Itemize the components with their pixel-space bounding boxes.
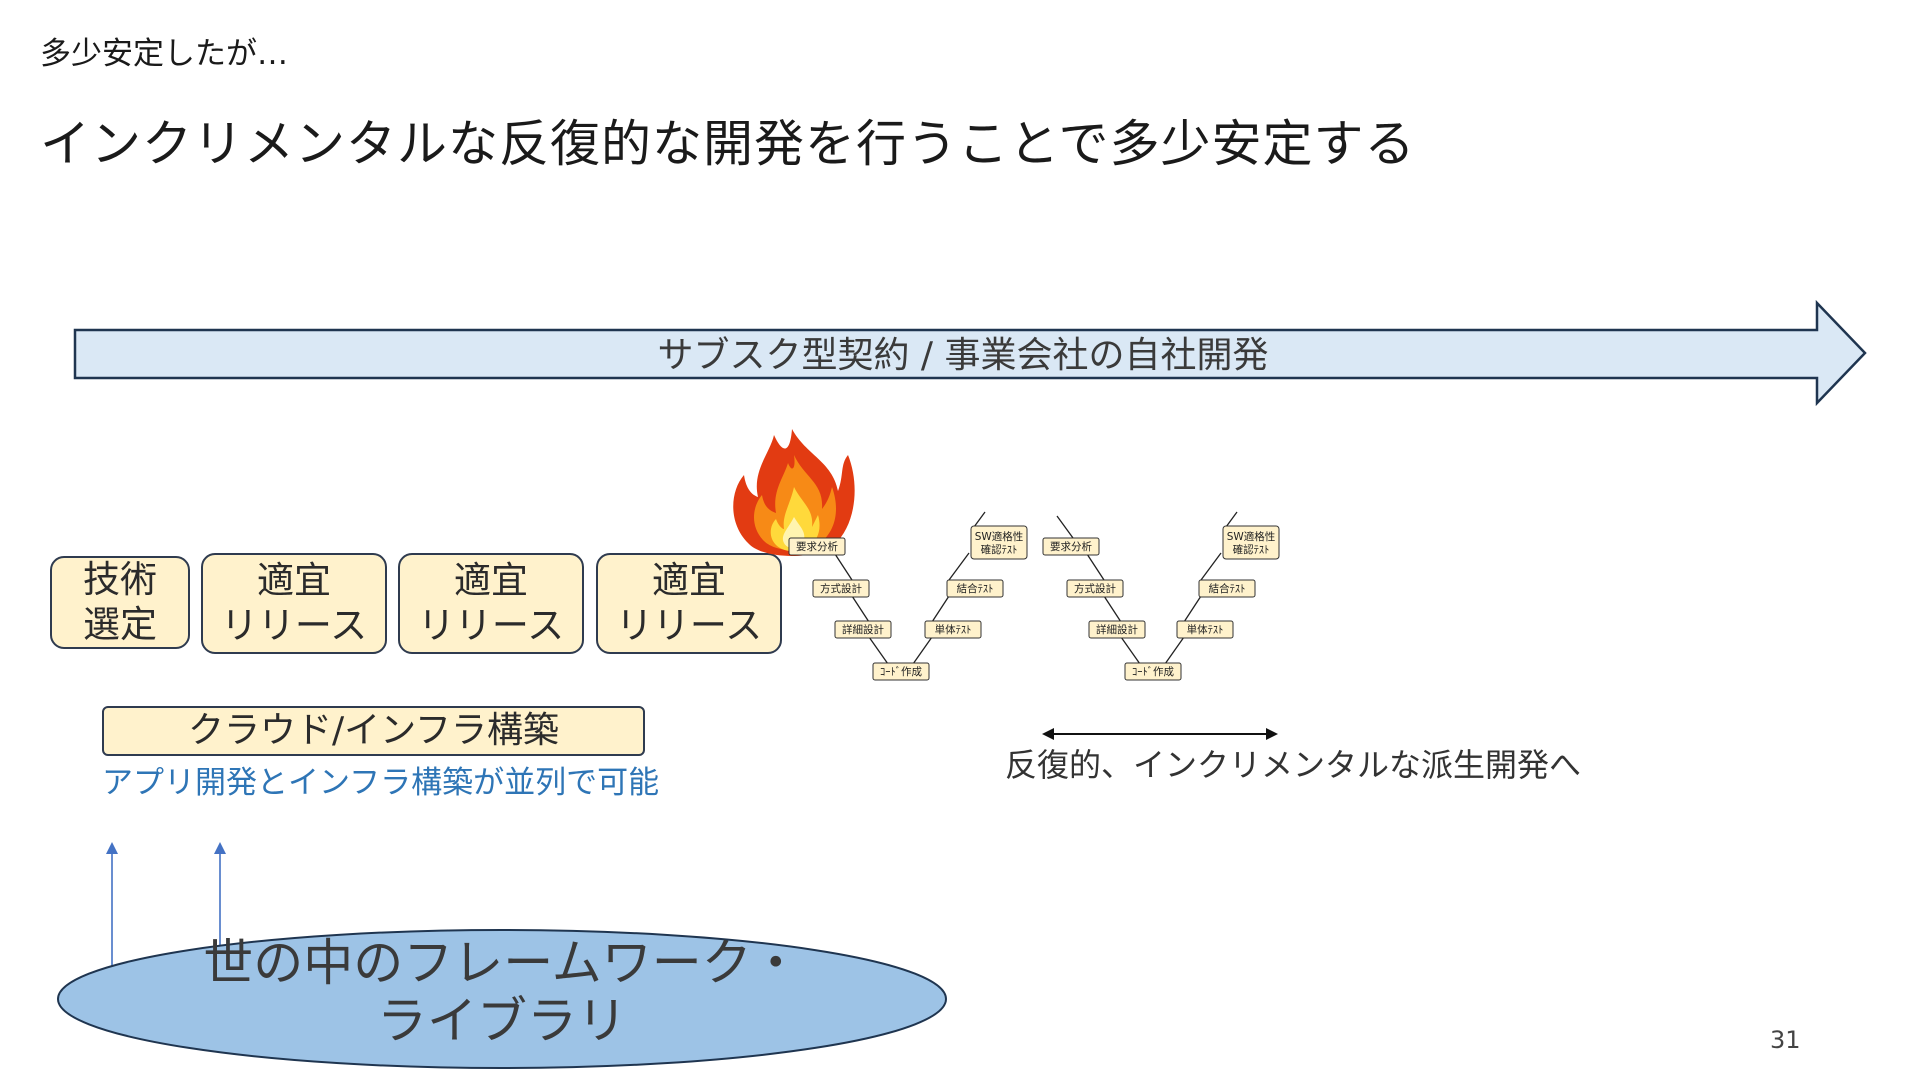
slide-title: インクリメンタルな反復的な開発を行うことで多少安定する xyxy=(40,115,1416,173)
slide-kicker: 多少安定したが… xyxy=(40,36,288,72)
release-box-3: 適宜 リリース xyxy=(596,553,782,654)
vl-method: 方式設計 xyxy=(820,582,862,595)
vr-unit: 単体ﾃｽﾄ xyxy=(1187,623,1224,636)
vr-sw1: SW適格性 xyxy=(1227,530,1276,543)
vr-integ: 結合ﾃｽﾄ xyxy=(1209,582,1246,595)
release-box-2: 適宜 リリース xyxy=(398,553,584,654)
vr-req: 要求分析 xyxy=(1050,540,1092,553)
tech-selection-box: 技術 選定 xyxy=(50,556,190,649)
cloud-infra-box: クラウド/インフラ構築 xyxy=(102,706,645,756)
framework-ellipse-label: 世の中のフレームワーク・ ライブラリ xyxy=(90,934,914,1050)
timeline-arrow xyxy=(73,299,1867,407)
iteration-note: 反復的、インクリメンタルな派生開発へ xyxy=(1005,746,1582,784)
parallel-note: アプリ開発とインフラ構築が並列で可能 xyxy=(102,765,660,801)
vr-sw2: 確認ﾃｽﾄ xyxy=(1233,543,1270,556)
tech-selection-label: 技術 選定 xyxy=(83,558,157,646)
vl-detail: 詳細設計 xyxy=(842,623,884,636)
fire-icon xyxy=(733,429,855,556)
release-box-1-label: 適宜 リリース xyxy=(220,559,368,647)
framework-ellipse xyxy=(57,929,947,1069)
release-box-1: 適宜 リリース xyxy=(201,553,387,654)
vl-req: 要求分析 xyxy=(796,540,838,553)
vl-sw1: SW適格性 xyxy=(975,530,1024,543)
cloud-infra-label: クラウド/インフラ構築 xyxy=(187,710,560,752)
vl-code: ｺｰﾄﾞ作成 xyxy=(880,666,922,678)
vr-detail: 詳細設計 xyxy=(1096,623,1138,636)
framework-line-2: ライブラリ xyxy=(377,991,627,1050)
timeline-arrow-label: サブスク型契約 / 事業会社の自社開発 xyxy=(657,335,1269,376)
double-arrow-icon xyxy=(1042,728,1278,740)
page-number: 31 xyxy=(1770,1026,1801,1054)
release-box-3-label: 適宜 リリース xyxy=(615,559,763,647)
v-model-right: 要求分析 方式設計 詳細設計 ｺｰﾄﾞ作成 単体ﾃｽﾄ 結合ﾃｽﾄ SW適格性 … xyxy=(1042,511,1280,681)
vl-integ: 結合ﾃｽﾄ xyxy=(957,582,994,595)
framework-line-1: 世の中のフレームワーク・ xyxy=(203,934,801,992)
vr-code: ｺｰﾄﾞ作成 xyxy=(1132,666,1174,678)
release-box-2-label: 適宜 リリース xyxy=(417,559,565,647)
vl-unit: 単体ﾃｽﾄ xyxy=(935,623,972,636)
v-model-left: 要求分析 方式設計 詳細設計 ｺｰﾄﾞ作成 単体ﾃｽﾄ 結合ﾃｽﾄ SW適格性 … xyxy=(788,511,1028,681)
vr-method: 方式設計 xyxy=(1074,582,1116,595)
vl-sw2: 確認ﾃｽﾄ xyxy=(981,543,1018,556)
